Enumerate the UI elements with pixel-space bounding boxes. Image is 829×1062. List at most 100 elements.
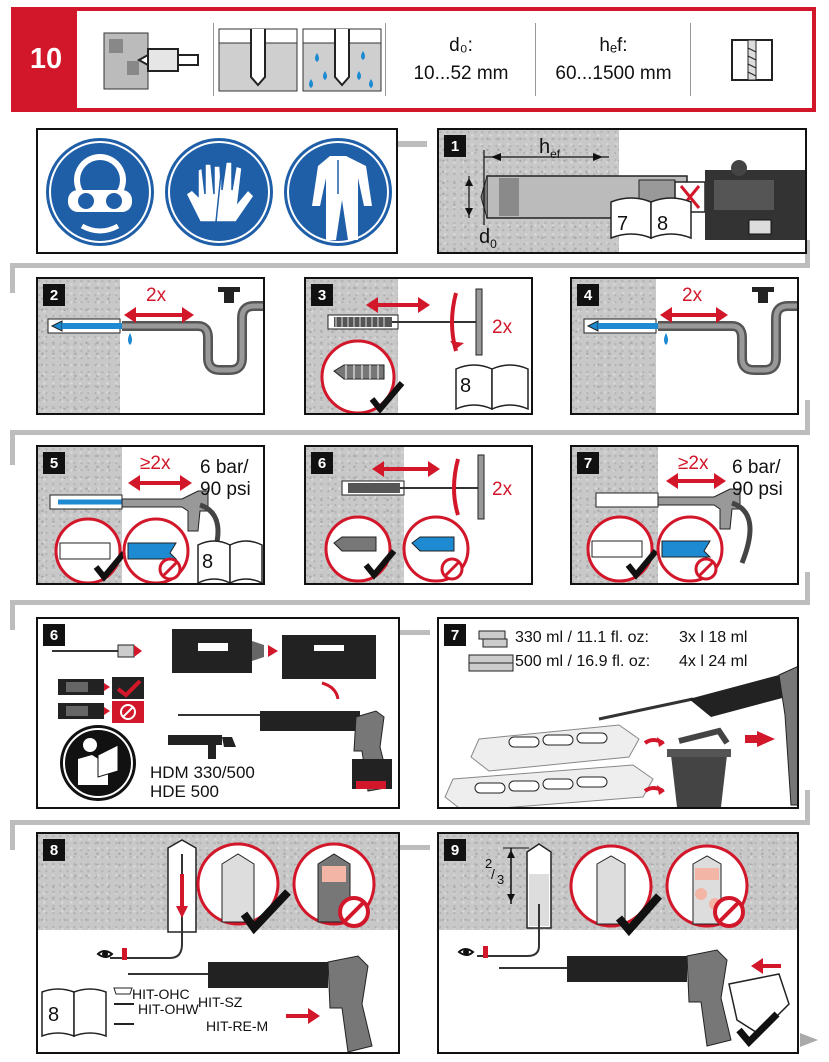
- step-number: 7: [577, 452, 599, 474]
- accessory-hit-sz: HIT-SZ: [198, 994, 243, 1010]
- tool-name-1: HDM 330/500: [150, 763, 255, 782]
- step-9-panel: 9 2 / 3: [437, 832, 799, 1054]
- fraction-denominator: 3: [497, 872, 505, 887]
- step-number: 4: [577, 284, 599, 306]
- step-6-cartridge-panel: 6 HDM 330/500 HDE 500: [36, 617, 400, 809]
- flow-connector: [400, 845, 430, 850]
- hef-dimension-label: hef: [539, 136, 560, 161]
- flow-connector: [10, 263, 15, 293]
- dry-hole-icon: [218, 28, 298, 91]
- tool-name-2: HDE 500: [150, 782, 219, 801]
- step-3-panel: 3 2x 8: [304, 277, 533, 415]
- gloves-icon: [165, 138, 273, 246]
- repeat-label: 2x: [492, 317, 513, 338]
- book-page-left: 7: [617, 213, 629, 235]
- d0-dimension-label: d0: [479, 226, 497, 251]
- flow-connector: [10, 820, 810, 825]
- book-page: 8: [48, 1004, 60, 1026]
- step-number: 3: [311, 284, 333, 306]
- cartridge-330-size: 330 ml / 11.1 fl. oz:: [515, 629, 649, 646]
- accessory-hit-ohw: HIT-OHW: [138, 1001, 199, 1017]
- book-page: 8: [202, 551, 214, 573]
- flow-connector: [805, 400, 810, 435]
- hole-condition-cell: [213, 23, 386, 96]
- air-blow-diagram: [586, 473, 753, 583]
- accessory-hit-ohc: HIT-OHC: [132, 986, 190, 1002]
- pressure-psi-label: 90 psi: [200, 479, 251, 500]
- step-6-brush-panel: 6 2x: [304, 445, 533, 585]
- brush-cleaning-diagram: [324, 454, 485, 583]
- rebar-icon: [731, 38, 773, 81]
- step-number: 1: [444, 135, 466, 157]
- flow-connector: [10, 820, 15, 850]
- ppe-icons: [46, 138, 392, 246]
- protective-suit-icon: [284, 138, 392, 246]
- repeat-label: ≥2x: [140, 453, 171, 474]
- flow-connector: [805, 572, 810, 605]
- d0-cell: d₀: 10...52 mm: [385, 23, 536, 96]
- d0-label: d₀:: [449, 34, 473, 56]
- d0-subscript: 0: [490, 237, 497, 251]
- pressure-bar-label: 6 bar/: [732, 457, 781, 478]
- discard-330-amount: 3x l 18 ml: [679, 629, 748, 646]
- repeat-label: 2x: [492, 479, 513, 500]
- wet-hole-icon: [302, 28, 382, 91]
- fraction-slash: /: [491, 866, 495, 882]
- hammer-drilling-icon-cell: [95, 23, 213, 96]
- water-flush-diagram: [47, 287, 263, 375]
- step-5-panel: 5 ≥2x 6 bar/ 90 psi 8: [36, 445, 265, 585]
- step-7-air-panel: 7 ≥2x 6 bar/ 90 psi: [570, 445, 799, 585]
- fraction-numerator: 2: [485, 856, 493, 871]
- repeat-label: 2x: [146, 285, 167, 306]
- drilling-diagram: [465, 150, 805, 240]
- repeat-label: 2x: [682, 285, 703, 306]
- step-number: 8: [43, 839, 65, 861]
- hef-cell: hₑf: 60...1500 mm: [535, 23, 691, 96]
- step-4-panel: 4 2x: [570, 277, 799, 415]
- d0-symbol: d: [479, 226, 491, 248]
- flow-connector: [10, 430, 810, 435]
- step-number: 6: [43, 624, 65, 646]
- flow-connector: [10, 600, 15, 630]
- step-number: 6: [311, 452, 333, 474]
- flow-connector: [805, 240, 810, 268]
- hef-label: hₑf:: [599, 34, 628, 56]
- pressure-psi-label: 90 psi: [732, 479, 783, 500]
- step-number: 9: [444, 839, 466, 861]
- next-page-arrow-icon: [800, 1033, 818, 1047]
- step-1-panel: 1 hef d0 7 8: [437, 128, 807, 254]
- injection-diagram: [41, 839, 376, 1052]
- ppe-panel: [36, 128, 398, 254]
- step-number: 2: [43, 284, 65, 306]
- step-number: 5: [43, 452, 65, 474]
- hef-value: 60...1500 mm: [555, 62, 672, 84]
- flow-connector: [397, 141, 427, 147]
- discard-500-amount: 4x l 24 ml: [679, 653, 748, 670]
- book-page-right: 8: [657, 213, 669, 235]
- pressure-bar-label: 6 bar/: [200, 457, 249, 478]
- cartridge-500-size: 500 ml / 16.9 fl. oz:: [515, 653, 651, 670]
- d0-value: 10...52 mm: [413, 62, 509, 84]
- hef-subscript: ef: [550, 147, 561, 161]
- water-flush-diagram: [583, 287, 797, 375]
- flow-connector: [400, 630, 430, 635]
- repeat-label: ≥2x: [678, 453, 709, 474]
- step-8-panel: 8 HIT-OHC HIT-OHW HIT-SZ HIT-RE-M 8: [36, 832, 400, 1054]
- header-bar: 10 d₀: 10...5: [11, 7, 816, 112]
- hammer-drilling-icon: [103, 32, 199, 89]
- flow-connector: [10, 600, 810, 605]
- hef-symbol: h: [539, 136, 551, 158]
- book-page: 8: [460, 375, 472, 397]
- step-7-discard-panel: 7 330 ml / 11.1 fl. oz: 500 ml / 16.9 fl…: [437, 617, 799, 809]
- cartridge-assembly-diagram: [52, 629, 392, 801]
- flow-connector: [10, 430, 15, 465]
- step-number: 7: [444, 624, 466, 646]
- header-step-number: 10: [15, 11, 77, 108]
- air-blow-diagram: [49, 475, 263, 583]
- flow-connector: [10, 263, 807, 268]
- fill-level-diagram: [457, 843, 790, 1048]
- brush-cleaning-diagram: [320, 288, 529, 413]
- discard-diagram: [444, 630, 797, 807]
- rebar-cell: [690, 23, 813, 96]
- accessory-hit-re-m: HIT-RE-M: [206, 1018, 269, 1034]
